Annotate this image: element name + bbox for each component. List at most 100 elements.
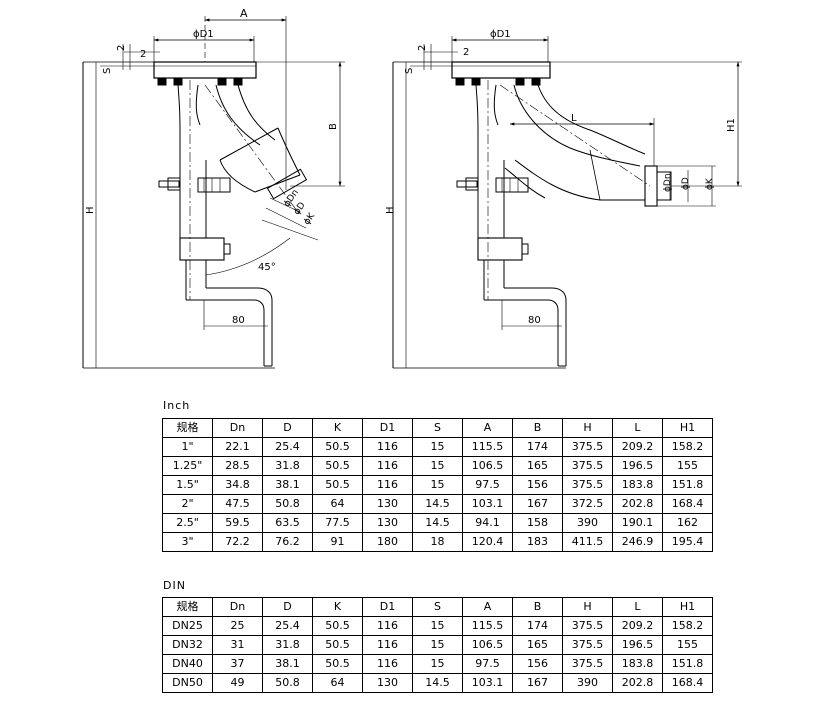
table-cell: 120.4 <box>462 532 513 552</box>
table-cell: 375.5 <box>562 635 613 655</box>
table-cell: 50.8 <box>262 673 313 693</box>
table-cell: 91 <box>312 532 363 552</box>
header-cell: K <box>312 597 363 617</box>
table-cell: 25.4 <box>262 616 313 636</box>
right-view-labels: ϕD1 2 2 S L H1 H ϕDn ϕD ϕK 80 <box>385 29 737 326</box>
table-cell: 31.8 <box>262 456 313 476</box>
table-cell: 25.4 <box>262 437 313 457</box>
table-cell: 116 <box>362 437 413 457</box>
label-80: 80 <box>232 315 245 326</box>
label-H: H <box>85 206 96 214</box>
table-cell: 372.5 <box>562 494 613 514</box>
table-cell: 209.2 <box>612 616 663 636</box>
table-cell: 155 <box>662 456 713 476</box>
label-K: ϕK <box>705 177 715 190</box>
table-cell: 31 <box>212 635 263 655</box>
header-cell: H1 <box>662 597 713 617</box>
table-cell: 246.9 <box>612 532 663 552</box>
table-cell: 196.5 <box>612 635 663 655</box>
header-cell: S <box>412 418 463 438</box>
right-view <box>392 36 742 369</box>
table-cell: 130 <box>362 673 413 693</box>
label-2b: 2 <box>140 49 146 60</box>
table-cell: 167 <box>512 673 563 693</box>
table-cell: 375.5 <box>562 616 613 636</box>
table-cell: 130 <box>362 494 413 514</box>
table-cell: 14.5 <box>412 673 463 693</box>
table-cell: 50.5 <box>312 635 363 655</box>
table-cell: 375.5 <box>562 456 613 476</box>
table-cell: 162 <box>662 513 713 533</box>
table-cell: 76.2 <box>262 532 313 552</box>
table-cell: 151.8 <box>662 475 713 495</box>
header-cell: 规格 <box>162 418 213 438</box>
table-cell: 2.5" <box>162 513 213 533</box>
table-cell: 14.5 <box>412 513 463 533</box>
table-cell: 196.5 <box>612 456 663 476</box>
table-cell: 165 <box>512 635 563 655</box>
table-cell: 190.1 <box>612 513 663 533</box>
table-cell: 1" <box>162 437 213 457</box>
table-cell: 174 <box>512 437 563 457</box>
table-cell: 14.5 <box>412 494 463 514</box>
table-cell: 50.5 <box>312 456 363 476</box>
table-cell: 77.5 <box>312 513 363 533</box>
header-cell: Dn <box>212 597 263 617</box>
header-cell: H <box>562 597 613 617</box>
table-cell: 34.8 <box>212 475 263 495</box>
table-cell: 115.5 <box>462 616 513 636</box>
table-cell: 375.5 <box>562 475 613 495</box>
table-cell: 411.5 <box>562 532 613 552</box>
table-cell: 202.8 <box>612 673 663 693</box>
table-cell: 106.5 <box>462 456 513 476</box>
table-cell: 50.5 <box>312 616 363 636</box>
inch-table-caption: Inch <box>163 399 191 412</box>
label-D: ϕD <box>292 201 308 217</box>
din-table-caption: DIN <box>163 579 186 592</box>
technical-drawing: A ϕD1 2 2 S B H ϕDn ϕD ϕK 45° 80 <box>82 7 742 369</box>
label-S: S <box>102 68 113 74</box>
table-cell: 158 <box>512 513 563 533</box>
table-cell: 15 <box>412 616 463 636</box>
table-cell: 1.5" <box>162 475 213 495</box>
table-cell: 37 <box>212 654 263 674</box>
header-cell: B <box>512 597 563 617</box>
header-cell: H <box>562 418 613 438</box>
label-A: A <box>240 7 248 20</box>
table-cell: 50.8 <box>262 494 313 514</box>
table-cell: 168.4 <box>662 673 713 693</box>
table-cell: 390 <box>562 673 613 693</box>
label-B: B <box>328 123 339 130</box>
table-cell: 180 <box>362 532 413 552</box>
table-cell: 167 <box>512 494 563 514</box>
table-cell: 38.1 <box>262 654 313 674</box>
label-2a: 2 <box>116 45 127 51</box>
header-cell: K <box>312 418 363 438</box>
label-D: ϕD <box>681 177 691 190</box>
label-H: H <box>385 206 396 214</box>
table-cell: 15 <box>412 654 463 674</box>
table-cell: 158.2 <box>662 616 713 636</box>
table-cell: DN25 <box>162 616 213 636</box>
label-2a: 2 <box>417 45 428 51</box>
table-cell: 183.8 <box>612 654 663 674</box>
table-cell: 15 <box>412 635 463 655</box>
table-cell: 22.1 <box>212 437 263 457</box>
label-L: L <box>571 113 577 124</box>
label-D1: ϕD1 <box>490 29 511 40</box>
table-cell: 94.1 <box>462 513 513 533</box>
table-cell: 15 <box>412 437 463 457</box>
header-cell: H1 <box>662 418 713 438</box>
